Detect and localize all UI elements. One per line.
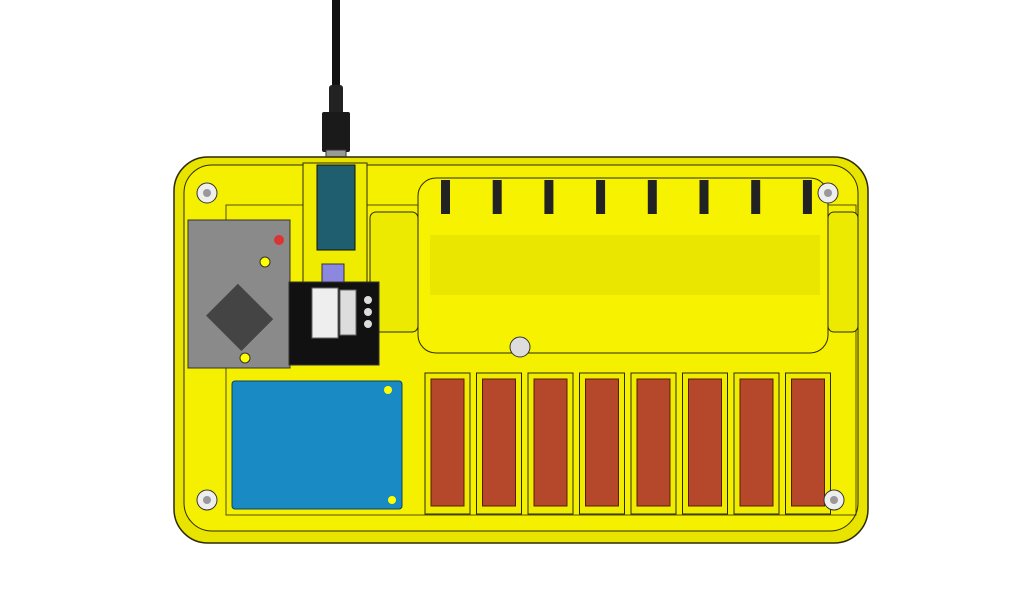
mainboard (187, 219, 291, 369)
battery-holder-icon (630, 372, 677, 515)
battery-holders (424, 372, 831, 515)
clip (441, 180, 450, 214)
battery-holder-icon (424, 372, 471, 515)
driver-board (288, 281, 380, 366)
cylinder-compartment (369, 177, 859, 358)
clip (699, 180, 709, 214)
clip (544, 180, 554, 214)
clip (492, 180, 502, 214)
battery-holder-icon (527, 372, 574, 515)
battery-holder-icon (476, 372, 522, 515)
battery-holder-icon (733, 372, 780, 515)
screw-head (203, 496, 211, 504)
usb-cable (322, 0, 350, 165)
battery-holder-icon (579, 372, 625, 515)
clip (647, 180, 657, 214)
clip (596, 180, 606, 214)
screw-head (203, 189, 211, 197)
microcontroller-board (302, 162, 368, 286)
screw-icon (509, 336, 531, 358)
battery-holder-icon (785, 372, 831, 515)
battery-holder-icon (682, 372, 728, 515)
display-module (231, 380, 403, 510)
clip (751, 180, 761, 214)
screw-head (830, 496, 838, 504)
clip (802, 180, 812, 214)
corner-screws (196, 182, 845, 511)
screw-head (824, 189, 832, 197)
